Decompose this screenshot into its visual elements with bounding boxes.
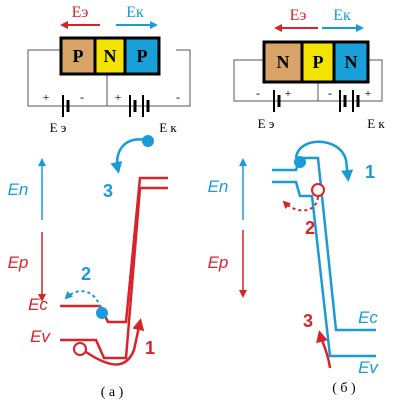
collector-minus: - xyxy=(328,86,332,100)
electron-flow-arrow xyxy=(294,140,354,182)
panel-a-caption: ( а ) xyxy=(101,385,124,400)
step-2-label: 2 xyxy=(81,264,91,284)
hole-flow-arrow xyxy=(316,330,332,369)
region-label: P xyxy=(73,46,84,66)
region-label: N xyxy=(104,46,117,66)
band-c-label: Ec xyxy=(358,308,378,327)
band-v-label: Ev xyxy=(30,327,51,346)
collector-source-label: E к xyxy=(367,116,385,131)
region-label: P xyxy=(313,52,324,72)
pnp-structure: P N P xyxy=(59,36,161,76)
valence-band xyxy=(272,180,376,358)
step-1-label: 1 xyxy=(145,338,155,358)
circuit-wire xyxy=(27,49,61,107)
collector-source-label: E к xyxy=(159,120,177,135)
step-1-label: 1 xyxy=(365,162,375,182)
emitter-plus: + xyxy=(43,90,50,104)
panel-b: Eэ Eк - + - + E э E к N P N xyxy=(208,7,386,396)
p-region-collector xyxy=(123,36,161,76)
step-3-label: 3 xyxy=(303,311,313,331)
emitter-field-label: Eэ xyxy=(72,4,89,21)
electron-particle xyxy=(294,156,306,168)
hole-energy-label: Ep xyxy=(8,253,29,272)
hole-flow-arrow xyxy=(85,318,145,366)
electron-flow-arrow xyxy=(110,138,147,174)
band-v-label: Ev xyxy=(358,358,379,377)
emitter-source-label: E э xyxy=(50,120,67,135)
hole-particle xyxy=(73,342,87,356)
collector-battery xyxy=(129,95,150,117)
region-label: N xyxy=(345,52,358,72)
collector-field-label: Eк xyxy=(333,7,351,24)
n-region-base xyxy=(93,36,127,76)
p-region-emitter xyxy=(59,36,97,76)
p-region-base xyxy=(300,40,336,84)
emitter-field-label: Eэ xyxy=(290,7,307,24)
band-c-label: Ec xyxy=(28,295,48,314)
conduction-band xyxy=(272,156,376,332)
recombination-arrow xyxy=(282,196,319,212)
collector-plus: + xyxy=(115,90,122,104)
n-region-collector xyxy=(332,40,370,84)
emitter-plus: + xyxy=(285,86,292,100)
circuit-wire xyxy=(150,49,191,107)
base-electron xyxy=(96,307,108,319)
region-label: P xyxy=(137,46,148,66)
panel-a: Eэ Eк + - + - E э E к P N P xyxy=(8,4,191,400)
emitter-battery xyxy=(62,95,70,117)
valence-band xyxy=(60,186,168,360)
collector-minus: - xyxy=(176,90,180,104)
hole-energy-label: Ep xyxy=(208,253,229,272)
emitter-minus: - xyxy=(80,90,84,104)
emitter-battery xyxy=(273,90,281,112)
collector-plus: + xyxy=(365,86,372,100)
step-3-label: 3 xyxy=(103,181,113,201)
circuit-wire xyxy=(356,59,383,102)
base-hole xyxy=(311,183,325,197)
panel-b-caption: ( б ) xyxy=(332,381,356,396)
circuit-wire xyxy=(233,59,276,102)
collector-field-label: Eк xyxy=(126,4,144,21)
electron-energy-label: En xyxy=(8,180,29,199)
region-label: N xyxy=(277,52,290,72)
electron-particle xyxy=(142,135,154,147)
conduction-band xyxy=(60,176,168,324)
electron-energy-label: En xyxy=(208,177,229,196)
npn-structure: N P N xyxy=(262,40,370,84)
step-2-label: 2 xyxy=(305,218,315,238)
collector-battery xyxy=(339,90,360,112)
emitter-source-label: E э xyxy=(258,116,275,131)
emitter-minus: - xyxy=(256,86,260,100)
